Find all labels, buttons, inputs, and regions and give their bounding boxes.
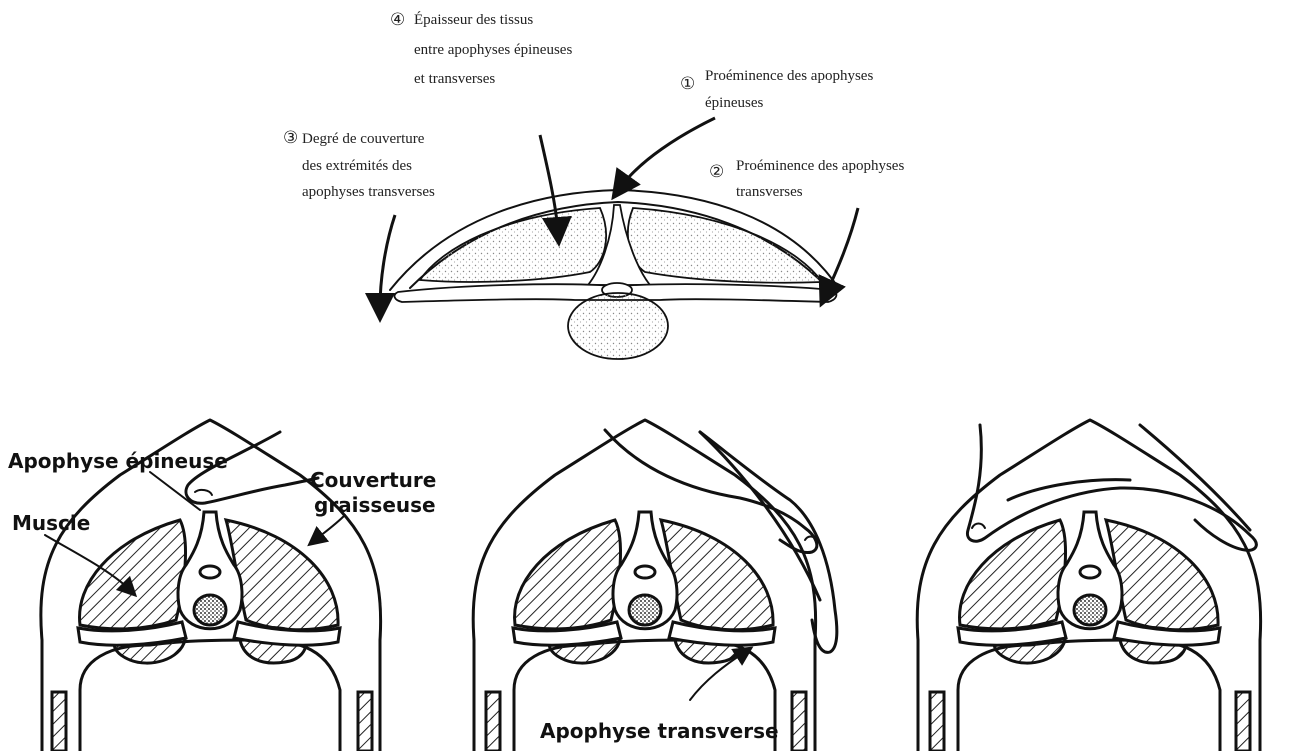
panel-1-right-muscle bbox=[226, 520, 338, 630]
label-4-line-3: et transverses bbox=[414, 71, 495, 87]
label-3-line-1: Degré de couverture bbox=[302, 131, 425, 147]
panel-3-left-muscle bbox=[960, 520, 1066, 629]
muscle-label: Muscle bbox=[12, 511, 90, 535]
label-1-line-1: Proéminence des apophyses bbox=[705, 68, 873, 84]
panel-3-spinal-canal bbox=[1080, 566, 1100, 578]
fat-cover-label-line1: Couverture bbox=[310, 468, 436, 492]
panel-3-fingernail bbox=[972, 524, 985, 529]
panel-1-leader-fat bbox=[315, 515, 345, 540]
arrow-1 bbox=[620, 118, 715, 188]
label-3-line-2: des extrémités des bbox=[302, 158, 412, 174]
panel-1: Apophyse épineuse Couverture graisseuse … bbox=[8, 420, 436, 751]
panel-2-right-muscle bbox=[661, 520, 773, 630]
fat-cover-label-line2: graisseuse bbox=[314, 493, 436, 517]
panel-2-vertebral-body bbox=[629, 595, 661, 625]
label-2-line-1: Proéminence des apophyses bbox=[736, 158, 904, 174]
label-3-number: ③ bbox=[283, 128, 298, 147]
panel-2-fingernail bbox=[805, 536, 816, 542]
panel-1-vertebral-body bbox=[194, 595, 226, 625]
panel-2-left-muscle bbox=[515, 520, 621, 629]
top-right-muscle bbox=[628, 208, 822, 283]
panel-1-right-rib bbox=[358, 692, 372, 751]
panel-2-right-rib bbox=[792, 692, 806, 751]
panel-1-fingernail bbox=[195, 490, 212, 495]
label-4-line-1: Épaisseur des tissus bbox=[414, 11, 533, 28]
arrow-2 bbox=[826, 208, 858, 294]
panel-3 bbox=[917, 420, 1260, 751]
panel-3-hand-top bbox=[1008, 425, 1250, 530]
transverse-process-label: Apophyse transverse bbox=[540, 719, 779, 743]
spinous-process-label: Apophyse épineuse bbox=[8, 449, 228, 473]
panel-2-spinal-canal bbox=[635, 566, 655, 578]
panel-3-vertebral-body bbox=[1074, 595, 1106, 625]
top-left-muscle bbox=[420, 208, 606, 282]
label-1-line-2: épineuses bbox=[705, 95, 763, 111]
panel-2-left-rib bbox=[486, 692, 500, 751]
label-4-number: ④ bbox=[390, 10, 405, 29]
top-vertebral-body bbox=[568, 293, 668, 359]
label-4-line-2: entre apophyses épineuses bbox=[414, 42, 572, 58]
arrow-3 bbox=[380, 215, 395, 308]
panel-1-left-rib bbox=[52, 692, 66, 751]
label-3-line-3: apophyses transverses bbox=[302, 184, 435, 200]
panel-1-left-muscle bbox=[80, 520, 186, 629]
panel-2: Apophyse transverse bbox=[473, 420, 837, 751]
panel-3-right-rib bbox=[1236, 692, 1250, 751]
label-1-number: ① bbox=[680, 74, 695, 93]
label-2-line-2: transverses bbox=[736, 184, 803, 200]
panel-1-leader-spinous bbox=[150, 472, 200, 510]
top-diagram: ④ Épaisseur des tissus entre apophyses é… bbox=[283, 10, 904, 359]
panel-3-right-muscle bbox=[1106, 520, 1218, 630]
label-2-number: ② bbox=[709, 162, 724, 181]
panel-1-spinal-canal bbox=[200, 566, 220, 578]
panel-3-left-rib bbox=[930, 692, 944, 751]
